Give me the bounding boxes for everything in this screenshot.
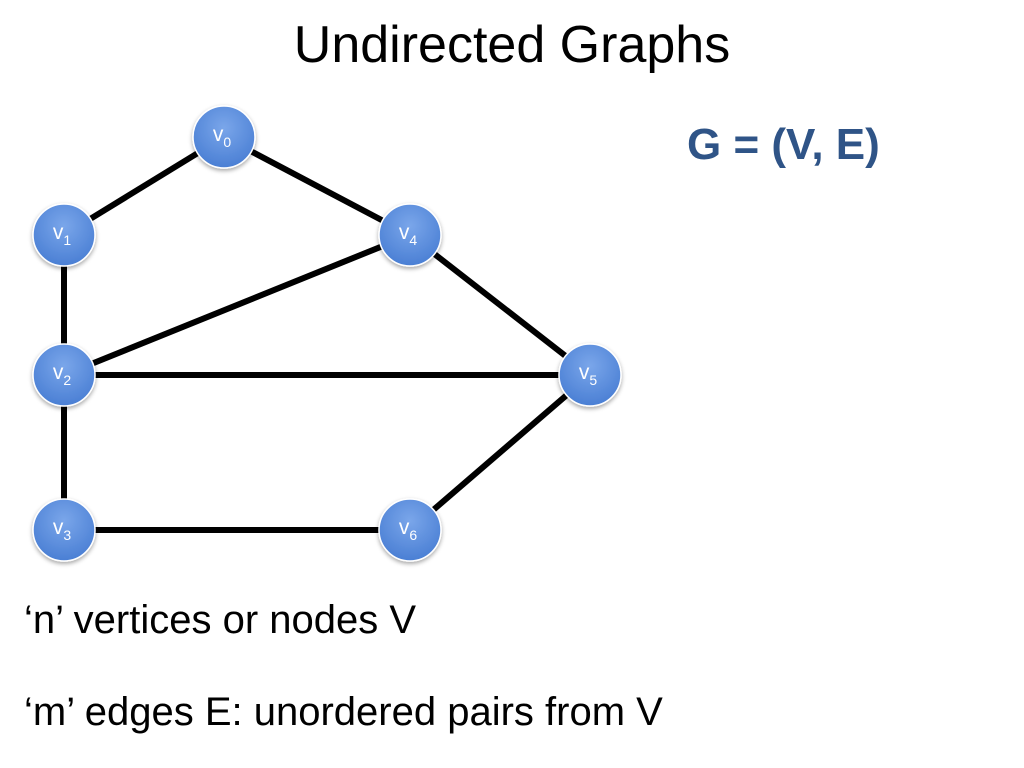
node-label-subscript: 6 [409, 527, 417, 543]
node-v2: v2 [32, 343, 96, 407]
node-circle [192, 105, 256, 169]
node-v0: v0 [192, 105, 256, 169]
node-label-base: v [399, 221, 410, 244]
node-label: v3 [53, 516, 72, 543]
node-label: v5 [579, 361, 598, 388]
node-label: v0 [213, 123, 232, 150]
node-label-subscript: 2 [63, 372, 71, 388]
node-label-base: v [213, 123, 224, 146]
node-v4: v4 [378, 203, 442, 267]
node-label: v6 [399, 516, 418, 543]
edge-v4-v5 [408, 232, 592, 378]
node-v1: v1 [32, 203, 96, 267]
node-label-subscript: 3 [63, 527, 71, 543]
slide-title: Undirected Graphs [293, 16, 731, 74]
edges-layer [61, 134, 592, 533]
node-label-base: v [579, 361, 590, 384]
node-label: v2 [53, 361, 72, 388]
edge-v0-v4 [222, 134, 412, 238]
node-v6: v6 [378, 498, 442, 562]
node-label-subscript: 5 [589, 372, 597, 388]
edges-description: ‘m’ edges E: unordered pairs from V [24, 690, 663, 734]
node-label-base: v [53, 516, 64, 539]
edge-v2-v4 [62, 232, 412, 378]
node-label-subscript: 4 [409, 232, 417, 248]
node-label-subscript: 1 [63, 232, 71, 248]
node-label-base: v [53, 221, 64, 244]
node-circle [32, 343, 96, 407]
node-label-base: v [53, 361, 64, 384]
node-circle [378, 203, 442, 267]
node-label-base: v [399, 516, 410, 539]
node-label: v1 [53, 221, 72, 248]
node-v5: v5 [558, 343, 622, 407]
node-label-subscript: 0 [223, 134, 231, 150]
edge-v6-v5 [408, 372, 592, 533]
node-circle [32, 498, 96, 562]
node-circle [32, 203, 96, 267]
node-circle [378, 498, 442, 562]
node-v3: v3 [32, 498, 96, 562]
vertices-description: ‘n’ vertices or nodes V [24, 598, 417, 642]
graph-definition-formula: G = (V, E) [687, 120, 880, 169]
node-label: v4 [399, 221, 418, 248]
node-circle [558, 343, 622, 407]
